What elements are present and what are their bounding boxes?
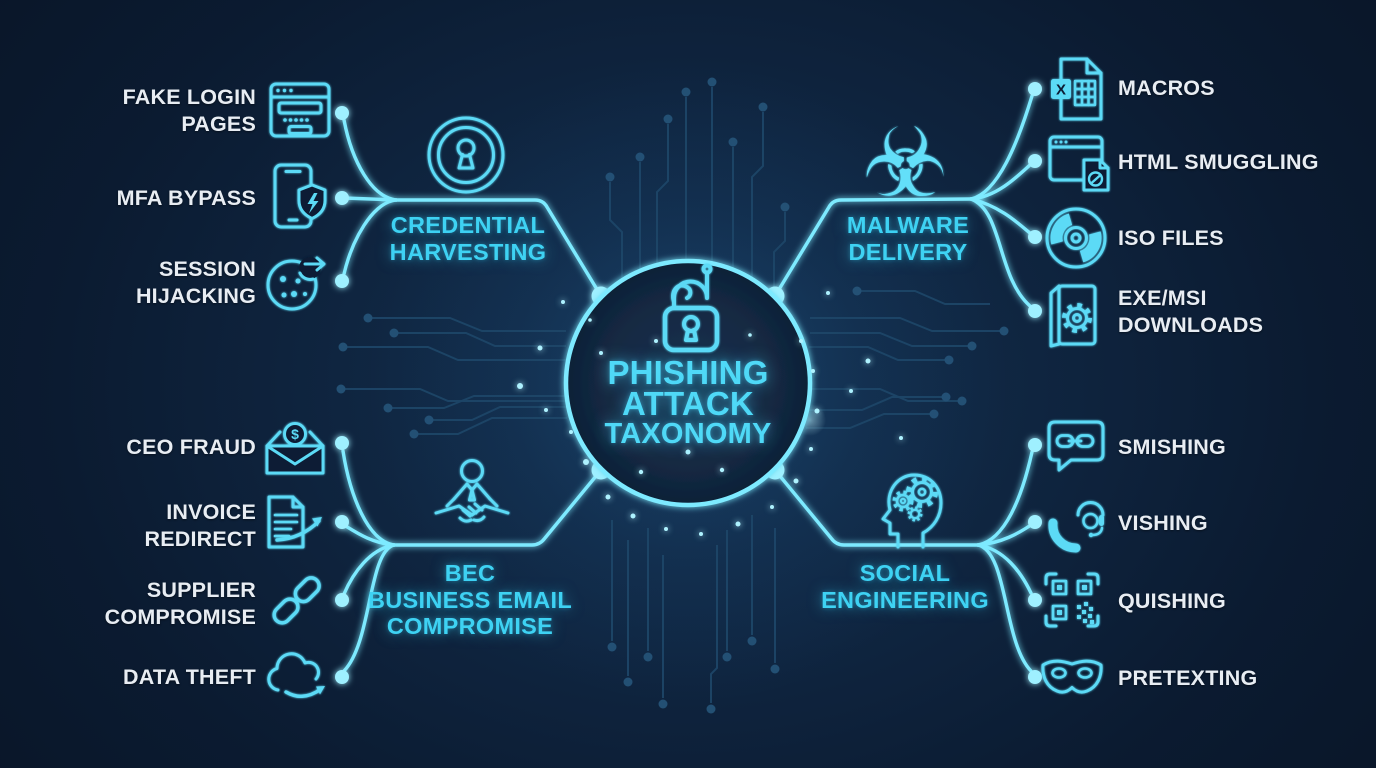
item-label-line: VISHING [1118,511,1208,535]
phone-headset-icon [1048,501,1105,553]
item-label-line: HTML SMUGGLING [1118,150,1319,174]
item-label-data-theft: DATA THEFT [36,664,256,691]
item-label-exe-msi-downloads: EXE/MSI DOWNLOADS [1118,285,1370,339]
hooked-padlock-icon [662,263,720,353]
item-label-session-hijacking: SESSION HIJACKING [36,256,256,310]
diagram-title-line: ATTACK [622,385,754,422]
item-label-line: INVOICE [166,500,256,524]
branch-title-line: HARVESTING [389,238,547,265]
disc-icon [1045,207,1107,269]
money-envelope-icon: $ [265,422,325,475]
connector-credential-harvesting [342,118,603,298]
item-label-line: HIJACKING [135,284,256,308]
branch-title-bec: BEC BUSINESS EMAIL COMPROMISE [310,560,630,640]
center-circle [563,258,813,508]
svg-text:X: X [1056,82,1066,99]
item-label-line: MFA BYPASS [116,186,256,210]
branch-title-social-engineering: SOCIAL ENGINEERING [745,560,1065,613]
phone-shield-icon [273,163,327,229]
qr-code-icon [1044,572,1100,628]
browser-document-icon [1048,135,1110,192]
circuit-traces-left [336,313,569,439]
item-label-line: REDIRECT [144,527,256,551]
item-label-line: SUPPLIER [146,578,256,602]
cloud-exfiltration-icon [267,652,325,698]
branch-title-line: BUSINESS EMAIL [368,586,572,613]
item-label-line: CEO FRAUD [126,435,256,459]
biohazard-icon: ☣ [862,107,948,219]
diagram-title-line: PHISHING [607,354,769,391]
circuit-traces-bottom [607,515,780,714]
item-label-line: ISO FILES [1118,226,1224,250]
item-label-line: SESSION [159,257,256,281]
diagram-title-line: TAXONOMY [604,418,772,450]
invoice-redirect-icon [267,495,322,549]
item-label-smishing: SMISHING [1118,434,1370,461]
item-label-vishing: VISHING [1118,510,1370,537]
item-label-supplier-compromise: SUPPLIER COMPROMISE [36,577,256,631]
icons-layer: ☣ X [265,57,1110,698]
connector-malware-delivery [773,94,1034,308]
item-label-line: SMISHING [1118,435,1226,459]
browser-login-icon [269,82,331,138]
sms-link-bubble-icon [1047,420,1105,472]
branch-title-line: SOCIAL [859,560,951,586]
branch-title-line: BEC [444,560,496,586]
branch-title-line: MALWARE [846,212,970,238]
item-label-html-smuggling: HTML SMUGGLING [1118,149,1370,176]
branch-title-malware-delivery: MALWARE DELIVERY [748,212,1068,265]
spreadsheet-file-icon: X [1051,57,1103,121]
item-label-line: EXE/MSI [1118,286,1207,310]
item-label-line: PAGES [181,112,256,136]
cookie-icon [266,256,326,311]
item-label-line: DATA THEFT [123,665,256,689]
item-label-line: MACROS [1118,76,1215,100]
item-label-macros: MACROS [1118,75,1370,102]
connector-bec [341,449,603,673]
item-label-line: DOWNLOADS [1118,313,1264,337]
branch-connectors [341,94,1034,673]
chain-link-icon [272,576,321,625]
item-label-line: QUISHING [1118,589,1226,613]
item-label-fake-login-pages: FAKE LOGIN PAGES [36,84,256,138]
businessman-handshake-icon [434,459,510,523]
software-box-icon [1049,284,1097,348]
svg-text:$: $ [291,426,299,442]
branch-title-line: DELIVERY [848,238,968,265]
item-label-mfa-bypass: MFA BYPASS [36,185,256,212]
keyhole-badge-icon [427,116,505,194]
item-label-pretexting: PRETEXTING [1118,665,1370,692]
item-label-iso-files: ISO FILES [1118,225,1370,252]
branch-title-line: CREDENTIAL [390,212,546,238]
item-label-line: FAKE LOGIN [122,85,256,109]
branch-title-line: COMPROMISE [386,613,554,639]
item-label-line: PRETEXTING [1118,666,1258,690]
mask-icon [1041,659,1103,694]
branch-title-credential-harvesting: CREDENTIAL HARVESTING [308,212,628,265]
branch-title-line: ENGINEERING [821,586,989,613]
glow-particles [517,291,903,536]
head-gears-icon [881,473,943,549]
item-label-line: COMPROMISE [104,605,256,629]
diagram-title: PHISHING ATTACK TAXONOMY [568,354,808,450]
circuit-traces-right [806,286,1009,429]
connector-social-engineering [773,450,1034,673]
item-label-quishing: QUISHING [1118,588,1370,615]
item-label-ceo-fraud: CEO FRAUD [36,434,256,461]
item-label-invoice-redirect: INVOICE REDIRECT [36,499,256,553]
